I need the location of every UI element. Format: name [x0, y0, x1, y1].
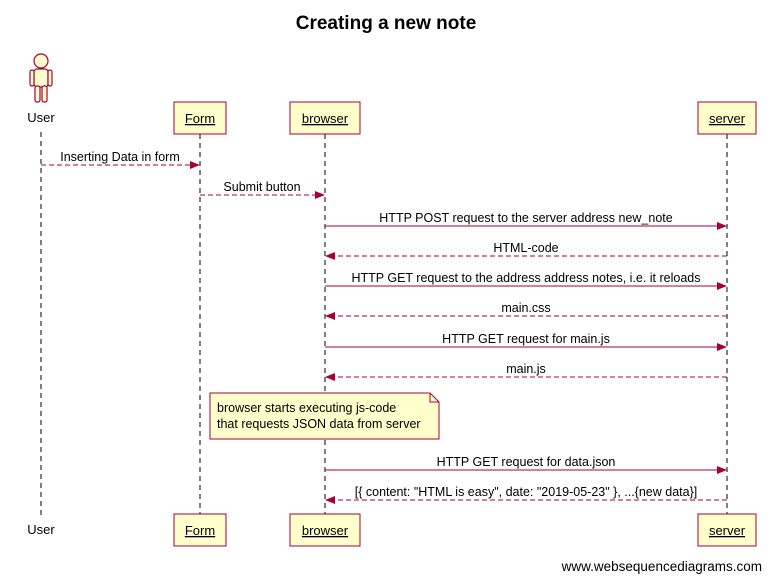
message-4: HTML-code	[325, 241, 727, 260]
message-10: [{ content: "HTML is easy", date: "2019-…	[325, 485, 727, 504]
message-9: HTTP GET request for data.json	[325, 455, 727, 474]
message-3: HTTP POST request to the server address …	[325, 211, 727, 230]
participant-label-server: server	[709, 111, 746, 126]
diagram-title: Creating a new note	[296, 13, 477, 34]
participant-label-form: Form	[185, 111, 215, 126]
participant-label-user-bottom: User	[27, 522, 55, 537]
message-label: HTTP POST request to the server address …	[379, 211, 672, 225]
participant-server-bottom: server	[697, 513, 757, 547]
message-label: main.css	[501, 301, 550, 315]
message-label: Submit button	[223, 180, 300, 194]
note-line-2: that requests JSON data from server	[217, 417, 421, 431]
participant-label-form: Form	[185, 523, 215, 538]
message-label: [{ content: "HTML is easy", date: "2019-…	[355, 485, 698, 499]
participant-label-browser: browser	[302, 523, 349, 538]
participant-label-browser: browser	[302, 111, 349, 126]
footer-watermark: www.websequencediagrams.com	[561, 559, 762, 574]
message-label: Inserting Data in form	[60, 150, 180, 164]
message-label: HTTP GET request for main.js	[442, 332, 610, 346]
participant-browser-bottom: browser	[289, 513, 361, 547]
message-label: HTTP GET request to the address address …	[351, 271, 700, 285]
note: browser starts executing js-code that re…	[209, 392, 440, 440]
note-line-1: browser starts executing js-code	[217, 401, 396, 415]
participant-label-user-top: User	[27, 110, 55, 125]
message-7: HTTP GET request for main.js	[325, 332, 727, 351]
participant-server-top: server	[697, 101, 757, 135]
message-6: main.css	[325, 301, 727, 320]
participant-label-server: server	[709, 523, 746, 538]
message-label: HTTP GET request for data.json	[437, 455, 616, 469]
message-label: main.js	[506, 362, 546, 376]
message-label: HTML-code	[493, 241, 558, 255]
participant-form-top: Form	[173, 101, 227, 135]
user-actor-icon	[29, 53, 53, 103]
participant-form-bottom: Form	[173, 513, 227, 547]
message-1: Inserting Data in form	[41, 150, 200, 169]
lifelines	[40, 132, 728, 515]
message-8: main.js	[325, 362, 727, 381]
participant-browser-top: browser	[289, 101, 361, 135]
message-5: HTTP GET request to the address address …	[325, 271, 727, 290]
message-2: Submit button	[200, 180, 325, 199]
